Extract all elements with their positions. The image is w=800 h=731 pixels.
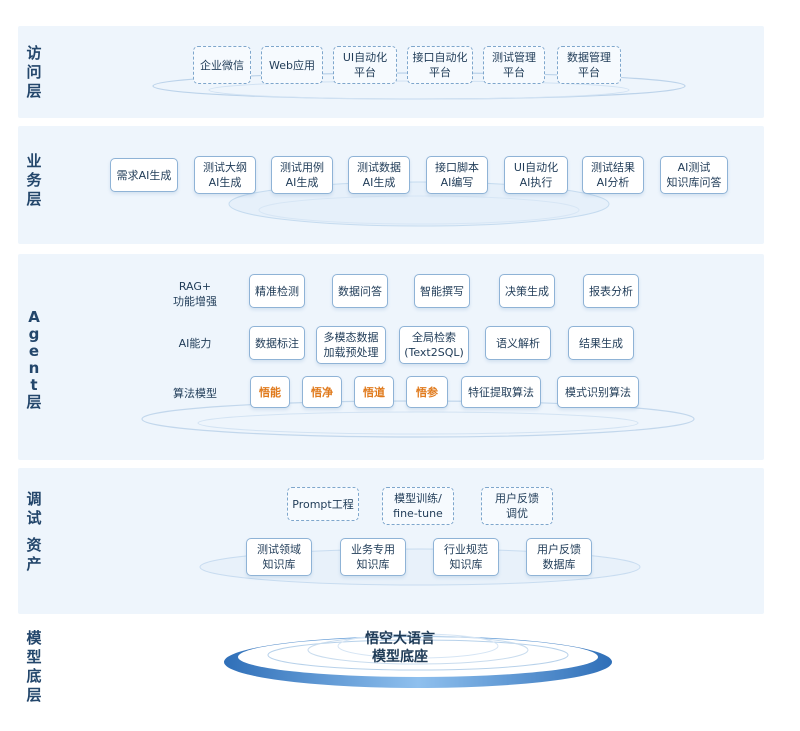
agent-item-global-search-text2sql: 全局检索 (Text2SQL) [399, 326, 469, 364]
agent-item-data-qa: 数据问答 [332, 274, 388, 308]
agent-item-multimodal-preprocess: 多模态数据 加载预处理 [316, 326, 386, 364]
tuning-item-model-finetune: 模型训练/ fine-tune [382, 487, 454, 525]
agent-item-report-analysis: 报表分析 [583, 274, 639, 308]
access-item-ui-automation-platform: UI自动化 平台 [333, 46, 397, 84]
asset-item-test-domain-kb: 测试领域 知识库 [246, 538, 312, 576]
agent-item-smart-writing: 智能撰写 [414, 274, 470, 308]
agent-item-wuneng: 悟能 [250, 376, 290, 408]
tuning-item-prompt-engineering: Prompt工程 [287, 487, 359, 521]
business-item-outline-ai: 测试大纲 AI生成 [194, 156, 256, 194]
business-layer-title: 业 务 层 [26, 151, 42, 208]
agent-item-semantic-parsing: 语义解析 [485, 326, 551, 360]
agent-item-decision-generation: 决策生成 [499, 274, 555, 308]
agent-layer-title: A g e n t 层 [26, 308, 42, 411]
tuning-item-feedback-tuning: 用户反馈 调优 [481, 487, 553, 525]
agent-layer [18, 254, 764, 460]
agent-item-feature-extraction: 特征提取算法 [461, 376, 541, 408]
asset-item-feedback-database: 用户反馈 数据库 [526, 538, 592, 576]
agent-item-wucan: 悟参 [406, 376, 448, 408]
tuning-layer-title: 调 试 资 产 [26, 490, 42, 573]
business-item-requirement-ai: 需求AI生成 [110, 158, 178, 192]
business-item-ui-automation-ai: UI自动化 AI执行 [504, 156, 568, 194]
access-layer-title: 访 问 层 [26, 43, 42, 100]
agent-row-rag-label: RAG+ 功能增强 [173, 280, 217, 308]
business-item-result-analysis-ai: 测试结果 AI分析 [582, 156, 644, 194]
asset-item-business-kb: 业务专用 知识库 [340, 538, 406, 576]
agent-item-precise-detection: 精准检测 [249, 274, 305, 308]
model-base-title: 悟空大语言 模型底座 [365, 631, 435, 665]
business-item-testcase-ai: 测试用例 AI生成 [271, 156, 333, 194]
access-item-data-management-platform: 数据管理 平台 [557, 46, 621, 84]
agent-row-algorithm-label: 算法模型 [173, 387, 217, 400]
agent-item-wujing: 悟净 [302, 376, 342, 408]
agent-item-wudao: 悟道 [354, 376, 394, 408]
business-item-knowledge-qa-ai: AI测试 知识库问答 [660, 156, 728, 194]
access-item-web-app: Web应用 [261, 46, 323, 84]
business-item-api-script-ai: 接口脚本 AI编写 [426, 156, 488, 194]
asset-item-industry-standard-kb: 行业规范 知识库 [433, 538, 499, 576]
agent-item-data-annotation: 数据标注 [249, 326, 305, 360]
agent-row-ai-capability-label: AI能力 [178, 337, 212, 350]
access-item-test-management-platform: 测试管理 平台 [483, 46, 545, 84]
model-layer-title: 模 型 底 层 [26, 629, 42, 704]
agent-item-pattern-recognition: 模式识别算法 [557, 376, 639, 408]
agent-item-result-generation: 结果生成 [568, 326, 634, 360]
business-item-testdata-ai: 测试数据 AI生成 [348, 156, 410, 194]
access-item-wechat-work: 企业微信 [193, 46, 251, 84]
access-item-api-automation-platform: 接口自动化 平台 [407, 46, 473, 84]
